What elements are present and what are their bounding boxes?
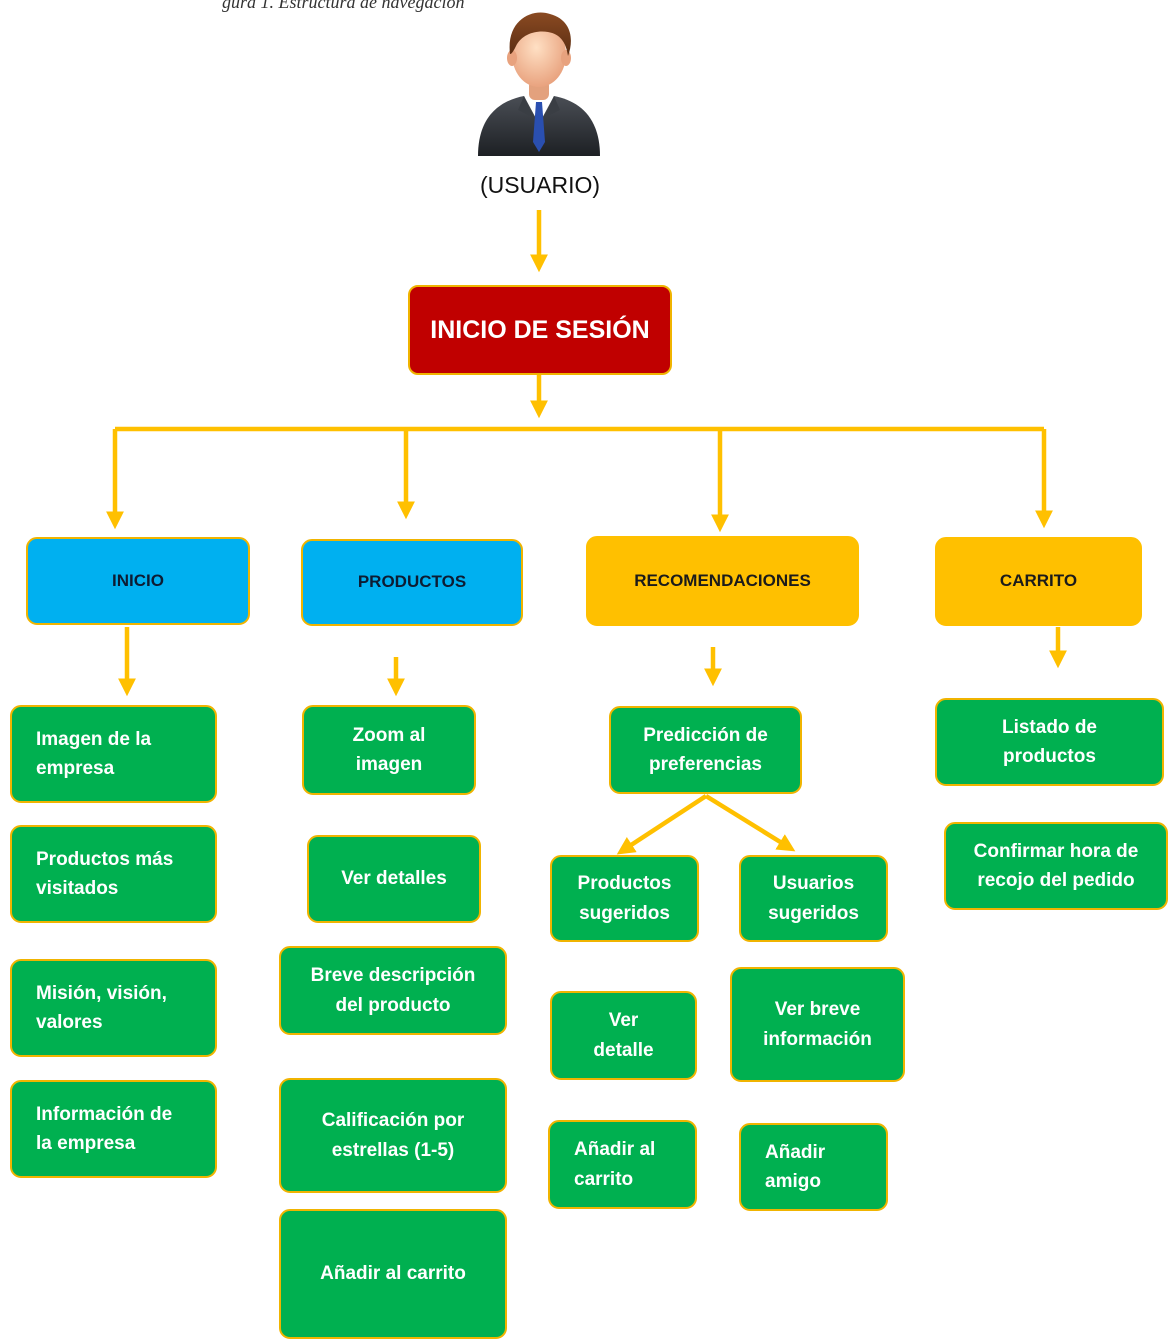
carrito-item-label: Confirmar hora de recojo del pedido — [973, 840, 1139, 891]
inicio-item-label: Misión, visión, valores — [36, 982, 167, 1033]
section-productos[interactable]: PRODUCTOS — [301, 539, 523, 626]
inicio-item-label: Productos más visitados — [36, 848, 174, 899]
section-recomendaciones[interactable]: RECOMENDACIONES — [586, 536, 859, 626]
productos-item-label: Zoom al imagen — [352, 724, 426, 775]
inicio-item-imagen[interactable]: Imagen de la empresa — [10, 705, 217, 803]
usuarios-sugeridos-box[interactable]: Usuarios sugeridos — [739, 855, 888, 942]
sugeridos-item-label: Ver breve información — [763, 999, 872, 1050]
productos-sugeridos-label: Productos sugeridos — [577, 873, 672, 924]
sugeridos-item-label: Añadir amigo — [765, 1141, 826, 1192]
productos-item-anadir-carrito[interactable]: Añadir al carrito — [279, 1209, 507, 1339]
arrow-to-productos-sugeridos — [616, 794, 708, 855]
productos-item-label: Calificación por estrellas (1-5) — [321, 1110, 465, 1161]
section-inicio-label: INICIO — [112, 570, 164, 590]
user-avatar-icon — [478, 12, 600, 156]
sugeridos-item-label: Añadir al carrito — [574, 1139, 656, 1190]
usuarios-sugeridos-item-ver-informacion[interactable]: Ver breve información — [730, 967, 905, 1082]
productos-item-label: Añadir al carrito — [320, 1263, 466, 1285]
section-recomendaciones-label: RECOMENDACIONES — [634, 570, 811, 590]
section-inicio[interactable]: INICIO — [26, 537, 250, 625]
productos-sugeridos-item-anadir-carrito[interactable]: Añadir al carrito — [548, 1120, 697, 1209]
recomendaciones-prediccion[interactable]: Predicción de preferencias — [609, 706, 802, 794]
productos-sugeridos-item-ver-detalle[interactable]: Ver detalle — [550, 991, 697, 1080]
inicio-item-mision[interactable]: Misión, visión, valores — [10, 959, 217, 1057]
productos-item-label: Ver detalles — [341, 868, 447, 890]
sugeridos-item-label: Ver detalle — [593, 1010, 654, 1061]
inicio-item-informacion[interactable]: Información de la empresa — [10, 1080, 217, 1178]
section-carrito[interactable]: CARRITO — [935, 537, 1142, 626]
productos-item-ver-detalles[interactable]: Ver detalles — [307, 835, 481, 923]
login-label: INICIO DE SESIÓN — [430, 315, 650, 344]
user-label: (USUARIO) — [479, 172, 601, 198]
carrito-item-confirmar-hora[interactable]: Confirmar hora de recojo del pedido — [944, 822, 1168, 910]
productos-item-label: Breve descripción del producto — [310, 965, 476, 1016]
login-box[interactable]: INICIO DE SESIÓN — [408, 285, 672, 375]
productos-item-calificacion[interactable]: Calificación por estrellas (1-5) — [279, 1078, 507, 1193]
carrito-item-listado[interactable]: Listado de productos — [935, 698, 1164, 786]
productos-item-zoom[interactable]: Zoom al imagen — [302, 705, 476, 795]
figure-caption-fragment: gura 1. Estructura de navegación — [222, 0, 465, 12]
inicio-item-productos-visitados[interactable]: Productos más visitados — [10, 825, 217, 923]
usuarios-sugeridos-label: Usuarios sugeridos — [768, 873, 859, 924]
carrito-item-label: Listado de productos — [1001, 716, 1097, 767]
usuarios-sugeridos-item-anadir-amigo[interactable]: Añadir amigo — [739, 1123, 888, 1211]
productos-sugeridos-box[interactable]: Productos sugeridos — [550, 855, 699, 942]
arrow-to-usuarios-sugeridos — [704, 794, 796, 852]
productos-item-descripcion[interactable]: Breve descripción del producto — [279, 946, 507, 1035]
inicio-item-label: Información de la empresa — [36, 1103, 173, 1154]
prediccion-label: Predicción de preferencias — [643, 724, 768, 775]
inicio-item-label: Imagen de la empresa — [36, 728, 152, 779]
section-carrito-label: CARRITO — [999, 571, 1078, 591]
section-productos-label: PRODUCTOS — [357, 572, 467, 592]
